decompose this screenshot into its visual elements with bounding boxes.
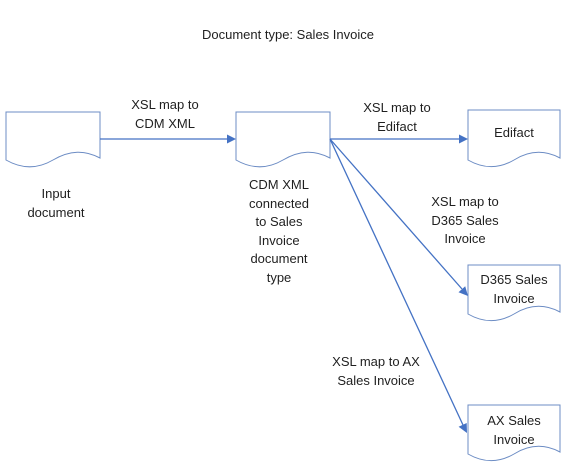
arrowhead-cdm-to-ax [458,423,467,433]
d365-document-shape [467,264,561,322]
connector-cdm-to-d365 [329,138,463,290]
edifact-document-label: Edifact [494,125,534,140]
connector-cdm-to-ax [329,138,464,426]
arrowhead-cdm-to-edifact [459,134,468,144]
ax-document-shape [467,404,561,462]
input-document-shape [5,111,101,168]
arrowhead-cdm-to-d365 [458,286,468,296]
arrowhead-input-to-cdm [227,134,236,144]
edifact-document-shape [467,109,561,168]
cdm-document-shape [235,111,331,168]
diagram-title: Document type: Sales Invoice [202,27,374,42]
